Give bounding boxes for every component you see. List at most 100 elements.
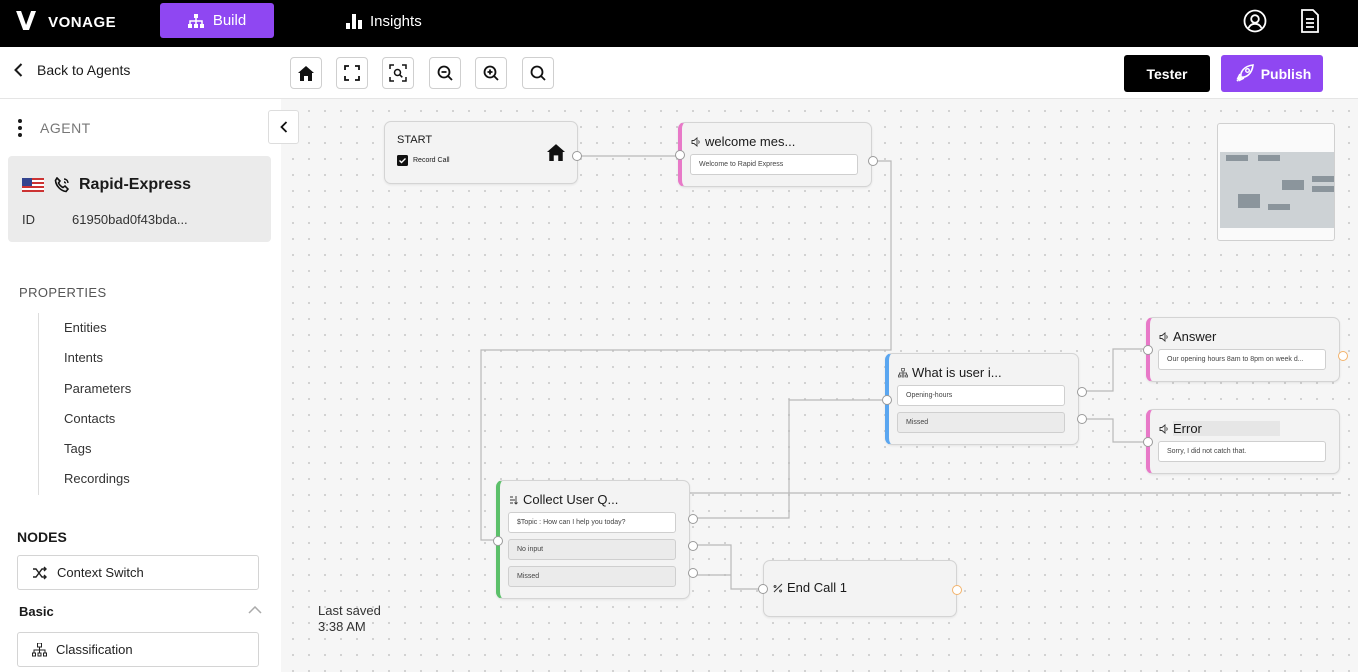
error-node-title-text: Error [1173,421,1280,436]
error-node[interactable]: Error Sorry, I did not catch that. [1143,409,1340,474]
what-missed-output-port[interactable] [1077,414,1087,424]
end-call-title-text: End Call 1 [787,580,847,595]
error-node-title: Error [1159,421,1280,436]
back-to-agents-label: Back to Agents [37,62,131,78]
welcome-message-field[interactable]: Welcome to Rapid Express [690,154,858,175]
what-input-port[interactable] [882,395,892,405]
minimap-node [1312,186,1334,192]
property-item-intents[interactable]: Intents [64,350,104,366]
error-message-field[interactable]: Sorry, I did not catch that. [1158,441,1326,462]
context-switch-node[interactable]: Context Switch [17,555,259,590]
expand-icon [344,65,360,81]
home-icon [298,65,314,81]
answer-input-port[interactable] [1143,345,1153,355]
collect-user-query-node[interactable]: Collect User Q... $Topic : How can I hel… [493,480,698,599]
property-item-entities[interactable]: Entities [64,320,107,335]
minimap-node [1238,194,1260,208]
zoom-out-button[interactable] [429,57,461,89]
no-input-output-port[interactable] [688,541,698,551]
start-node[interactable]: START Record Call [384,121,582,184]
no-input-field[interactable]: No input [508,539,676,560]
document-icon[interactable] [1297,8,1323,34]
end-call-input-port[interactable] [758,584,768,594]
start-output-port[interactable] [572,151,582,161]
vonage-logo-text: VONAGE [48,13,117,31]
sitemap-icon [187,13,204,28]
end-call-node[interactable]: End Call 1 [758,560,962,617]
sitemap-icon [898,367,908,377]
welcome-node-title-text: welcome mes... [705,134,796,149]
speaker-icon [691,136,700,147]
tester-button[interactable]: Tester [1124,55,1210,92]
agent-card: Rapid-Express ID 61950bad0f43bda... [8,156,271,242]
record-call-checkbox[interactable]: Record Call [397,155,450,166]
property-item-parameters[interactable]: Parameters [64,380,132,396]
search-button[interactable] [522,57,554,89]
end-call-output-port[interactable] [952,585,962,595]
welcome-message-node[interactable]: welcome mes... Welcome to Rapid Express [675,122,878,187]
fit-view-button[interactable] [336,57,368,89]
classification-node[interactable]: Classification [17,632,259,667]
builder-toolbar: Back to Agents Tester Publish [0,47,1358,99]
scan-search-icon [389,64,407,82]
answer-message-field[interactable]: Our opening hours 8am to 8pm on week d..… [1158,349,1326,370]
property-item-recordings[interactable]: Recordings [64,471,130,487]
topic-output-port[interactable] [688,514,698,524]
topic-prompt-field[interactable]: $Topic : How can I help you today? [508,512,676,533]
collect-missed-output-port[interactable] [688,568,698,578]
chevron-left-icon [14,63,23,77]
bar-chart-icon [346,13,362,29]
user-profile-icon[interactable] [1242,8,1268,34]
minimap[interactable] [1217,123,1335,241]
collect-missed-field[interactable]: Missed [508,566,676,587]
nav-build-button[interactable]: Build [160,3,274,38]
minimap-node [1282,180,1304,190]
opening-hours-output-port[interactable] [1077,387,1087,397]
last-saved-label: Last saved [318,603,381,618]
welcome-input-port[interactable] [675,150,685,160]
opening-hours-field[interactable]: Opening-hours [897,385,1065,406]
what-missed-field[interactable]: Missed [897,412,1065,433]
wire-noinput-end [689,544,764,590]
last-saved-time: 3:38 AM [318,619,366,634]
agent-header: AGENT [18,119,91,137]
chevron-up-icon[interactable] [248,606,262,614]
home-view-button[interactable] [290,57,322,89]
properties-list: Entities Intents Parameters Contacts Tag… [38,313,238,495]
what-is-user-intent-node[interactable]: What is user i... Opening-hours Missed [882,353,1087,445]
error-input-port[interactable] [1143,437,1153,447]
start-node-title: START [397,134,433,146]
answer-output-port[interactable] [1338,351,1348,361]
chevron-left-icon [279,121,287,133]
what-node-title-text: What is user i... [912,365,1002,380]
zoom-in-icon [483,65,499,81]
basic-section-title[interactable]: Basic [19,604,54,619]
collapse-sidebar-button[interactable] [268,110,299,144]
back-to-agents-link[interactable]: Back to Agents [14,62,130,78]
property-item-tags[interactable]: Tags [64,441,92,457]
property-item-contacts[interactable]: Contacts [64,410,116,426]
us-flag-icon [22,178,44,192]
answer-node[interactable]: Answer Our opening hours 8am to 8pm on w… [1143,317,1348,382]
welcome-output-port[interactable] [868,156,878,166]
minimap-node [1226,155,1248,161]
collect-node-title-text: Collect User Q... [523,492,619,507]
top-bar: V VONAGE Build Insights [0,0,1358,47]
phone-call-icon [54,177,70,193]
nav-insights-button[interactable]: Insights [346,10,422,32]
checkbox-checked-icon [397,155,408,166]
publish-button[interactable]: Publish [1221,55,1323,92]
hangup-icon [773,583,783,592]
agent-header-label: AGENT [40,120,91,136]
collect-input-port[interactable] [493,536,503,546]
end-call-node-title: End Call 1 [773,580,847,595]
focus-zoom-button[interactable] [382,57,414,89]
zoom-in-button[interactable] [475,57,507,89]
agent-title: Rapid-Express [22,176,191,194]
kebab-menu-icon[interactable] [18,119,22,137]
sitemap-icon [32,642,47,656]
flow-canvas[interactable]: START Record Call welcome mes... Welcome… [281,99,1358,672]
wire-collect-what [689,399,882,519]
vonage-logo[interactable]: V VONAGE [16,9,116,35]
agent-sidebar: AGENT Rapid-Express ID 61950bad0f43bda..… [0,99,281,672]
